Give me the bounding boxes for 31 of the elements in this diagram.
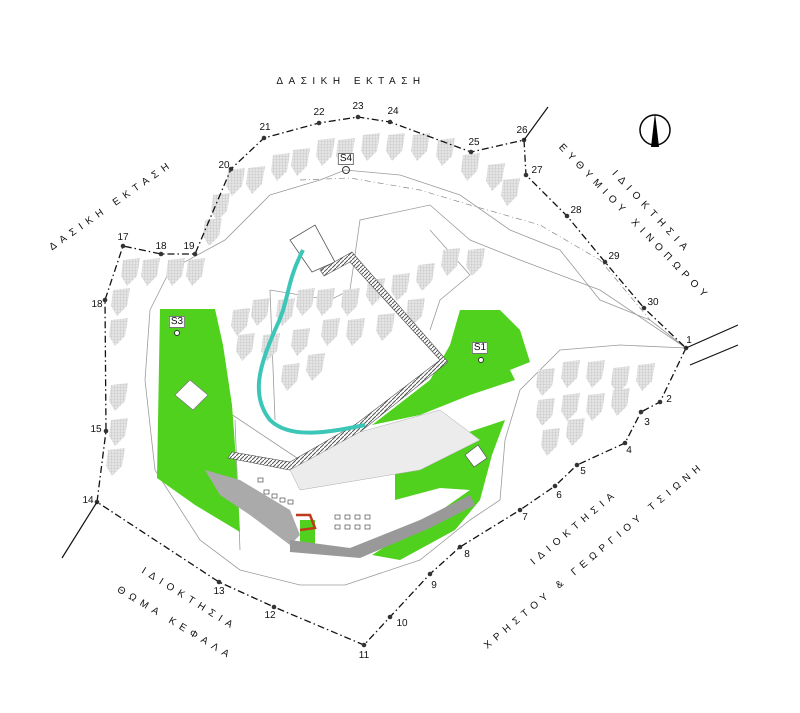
boundary-point-number: 18	[155, 242, 167, 252]
property-name-label: ΔΑΣΙΚΗ ΕΚΤΑΣΗ	[276, 77, 426, 87]
boundary-point-number: 12	[264, 611, 276, 621]
boundary-point-number: 9	[431, 581, 437, 591]
boundary-point-number: 29	[608, 252, 620, 262]
sampling-point-label: S1	[472, 342, 488, 354]
boundary-point-number: 5	[580, 467, 586, 477]
boundary-point-number: 11	[358, 651, 370, 661]
sampling-point-label: S4	[338, 153, 354, 165]
boundary-point-number: 26	[516, 126, 528, 136]
boundary-point-number: 1	[686, 336, 692, 346]
sampling-point-label: S3	[168, 316, 186, 328]
boundary-point-number: 19	[183, 242, 195, 252]
boundary-point-number: 7	[522, 513, 528, 523]
boundary-point-number: 27	[531, 166, 543, 176]
boundary-point-number: 14	[82, 496, 94, 506]
boundary-point-number: 30	[647, 298, 659, 308]
boundary-point-number: 23	[352, 102, 364, 112]
boundary-point-number: 17	[117, 233, 129, 243]
boundary-point-number: 20	[218, 161, 230, 171]
boundary-point-number: 22	[313, 108, 325, 118]
boundary-point-number: 18	[91, 300, 103, 310]
boundary-point-number: 8	[464, 550, 470, 560]
boundary-point-number: 3	[644, 418, 650, 428]
boundary-point-number: 25	[468, 138, 480, 148]
boundary-point-number: 4	[626, 446, 632, 456]
boundary-point-number: 2	[666, 395, 672, 405]
boundary-point-number: 10	[396, 619, 408, 629]
boundary-point-number: 15	[90, 425, 102, 435]
boundary-point-number: 24	[387, 107, 399, 117]
boundary-point-number: 21	[259, 123, 271, 133]
